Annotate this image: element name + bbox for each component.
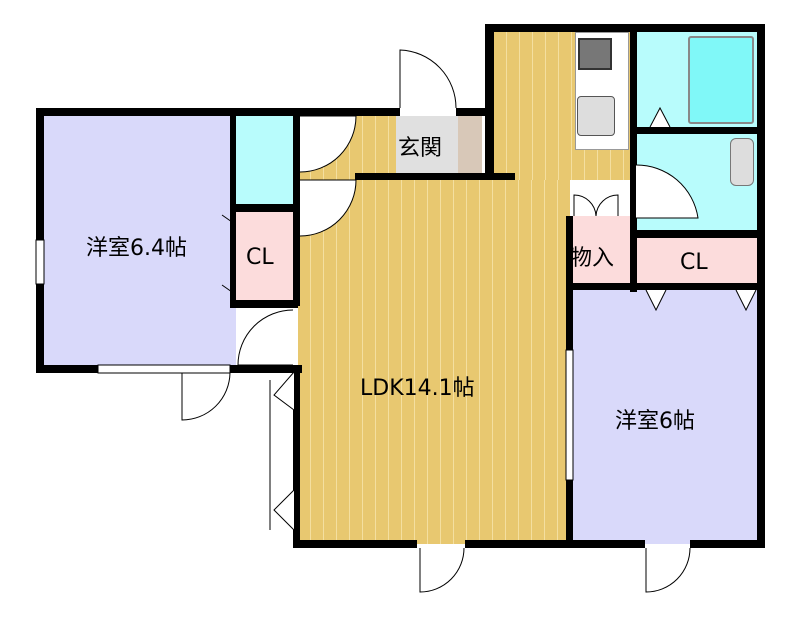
wall <box>690 540 765 548</box>
wall <box>485 24 494 180</box>
washbasin-icon <box>730 138 754 186</box>
wall <box>566 283 760 290</box>
toilet <box>236 116 296 208</box>
wall <box>293 116 300 176</box>
western-room-left <box>40 112 236 368</box>
entrance <box>396 116 458 174</box>
wall <box>456 108 492 116</box>
room-label-entrance: 玄関 <box>398 136 443 161</box>
room-label-ldk: LDK14.1帖 <box>360 376 475 401</box>
wall <box>566 480 573 544</box>
room-label-storage: 物入 <box>570 246 615 271</box>
storage <box>572 216 632 284</box>
wall <box>355 173 515 180</box>
wall <box>36 108 300 116</box>
shoe-box <box>458 116 482 174</box>
wall <box>293 365 300 548</box>
wall <box>300 108 400 116</box>
wall <box>465 540 645 548</box>
stove-icon <box>578 38 612 70</box>
bathtub-icon <box>688 36 754 124</box>
wall <box>637 230 757 238</box>
room-label-western-left: 洋室6.4帖 <box>86 236 187 261</box>
room-label-closet-right: CL <box>680 250 708 275</box>
closet-left <box>236 212 296 302</box>
ldk <box>298 176 570 544</box>
wall <box>230 300 298 308</box>
room-label-closet-left: CL <box>246 245 274 270</box>
closet-right <box>636 238 760 284</box>
sink-icon <box>577 96 615 136</box>
wall <box>230 365 302 373</box>
wall <box>637 127 757 134</box>
room-label-western-right: 洋室6帖 <box>615 409 695 434</box>
wall <box>757 24 765 548</box>
wall <box>485 24 765 32</box>
wall <box>293 176 300 306</box>
western-room-right <box>572 288 760 544</box>
wall <box>230 204 298 212</box>
wall <box>630 24 637 292</box>
wall <box>295 540 417 548</box>
wall <box>36 365 98 373</box>
